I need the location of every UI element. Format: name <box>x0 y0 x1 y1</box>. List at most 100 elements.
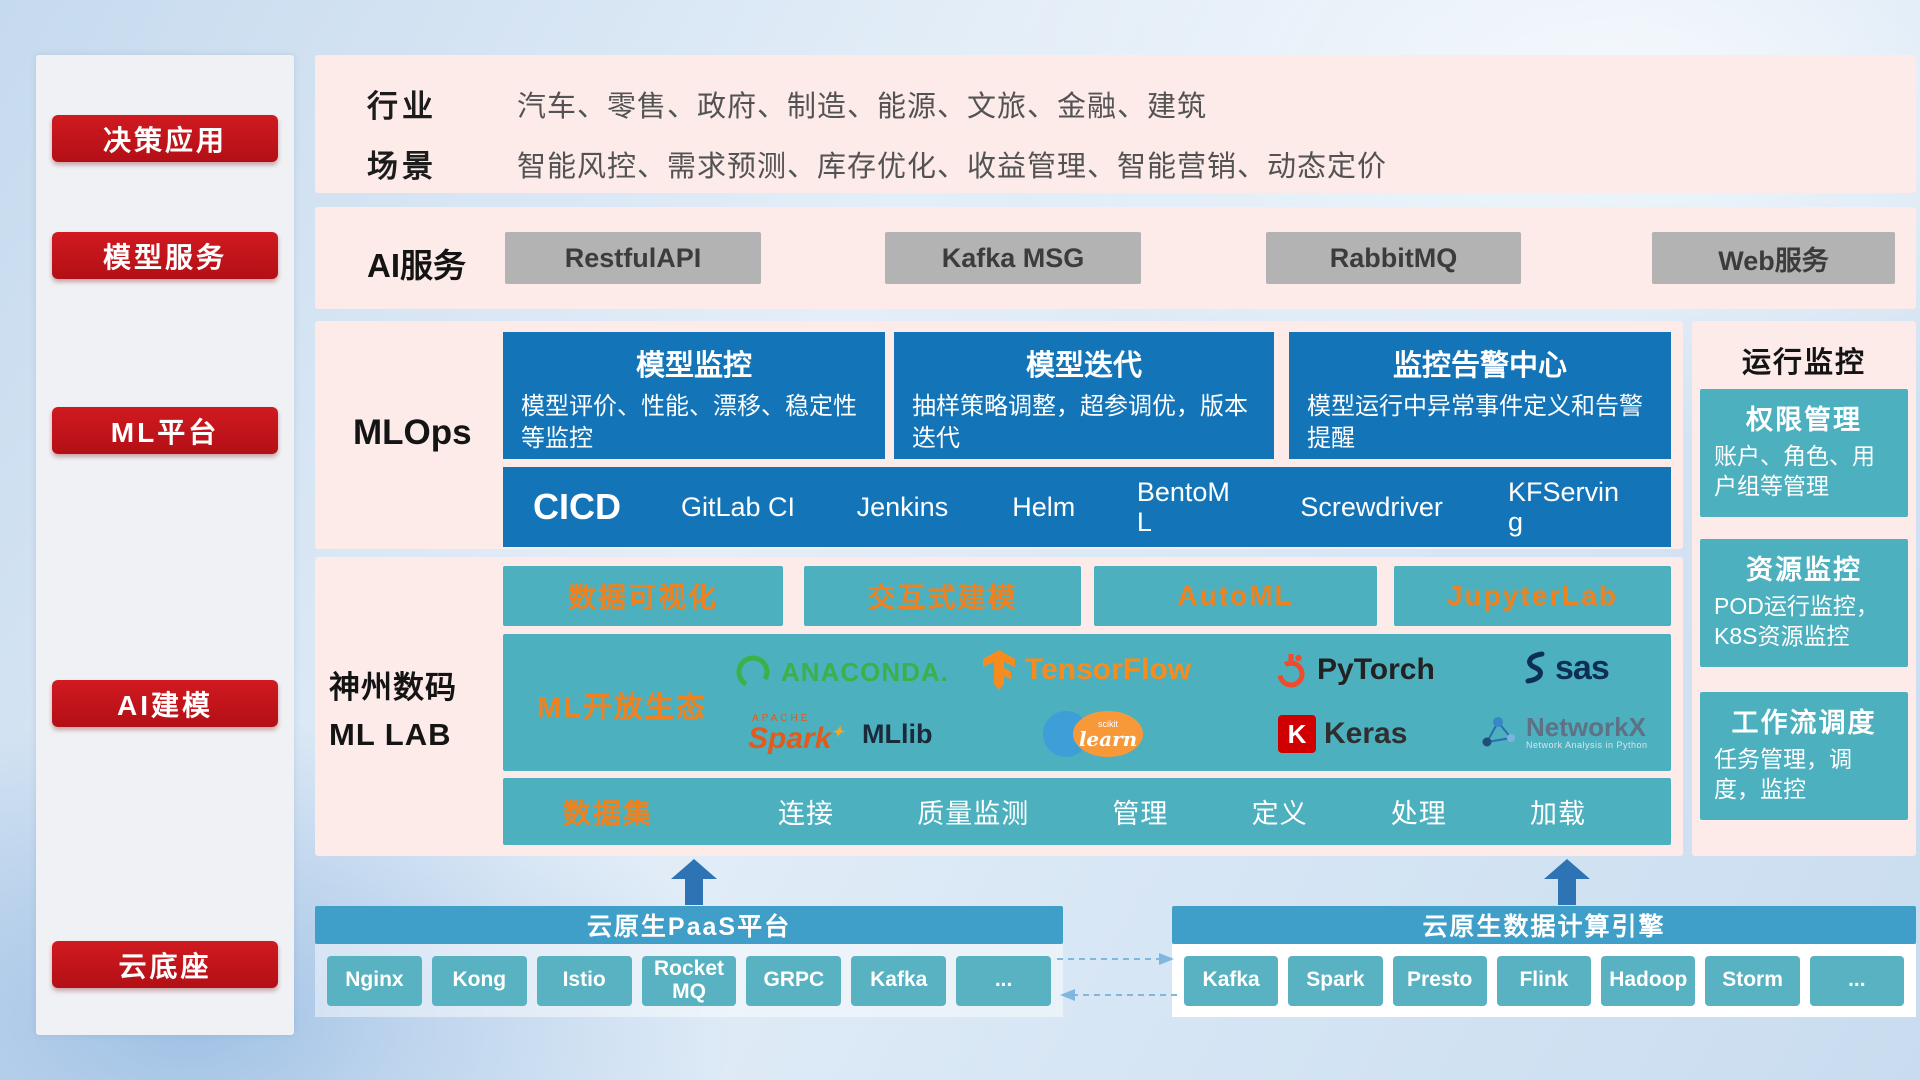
industry-label: 行业 <box>367 89 437 124</box>
anaconda-logo: ANACONDA. <box>733 648 949 696</box>
pill-istio[interactable]: Istio <box>536 955 632 1006</box>
paas-components: Nginx Kong Istio RocketMQ GRPC Kafka ... <box>315 944 1063 1017</box>
tensorflow-icon <box>983 650 1015 690</box>
ml-ecosystem-box: ML开放生态 ANACONDA. TensorFlow <box>503 634 1671 771</box>
dataset-item-connect: 连接 <box>778 799 835 829</box>
runtime-monitor-title: 运行监控 <box>1741 347 1866 379</box>
resource-monitor-card: 资源监控 POD运行监控，K8S资源监控 <box>1700 539 1908 667</box>
spark-wordmark: Spark <box>748 722 832 755</box>
pill-hadoop[interactable]: Hadoop <box>1601 955 1696 1006</box>
cicd-tools: GitLab CI Jenkins Helm BentoML Screwdriv… <box>681 477 1671 537</box>
cicd-bar: CICD GitLab CI Jenkins Helm BentoML Scre… <box>503 467 1671 547</box>
service-restfulapi-button[interactable]: RestfulAPI <box>505 232 761 284</box>
card-title: 资源监控 <box>1746 555 1862 585</box>
pytorch-icon <box>1277 654 1305 688</box>
tab-automl[interactable]: AutoML <box>1094 566 1377 626</box>
pill-storm[interactable]: Storm <box>1705 955 1800 1006</box>
data-engine-bar: 云原生数据计算引擎 <box>1172 906 1916 944</box>
tensorflow-wordmark: TensorFlow <box>1025 653 1192 686</box>
keras-k-icon: K <box>1278 715 1316 753</box>
sas-icon <box>1525 651 1545 684</box>
sidebar-item-ml-platform[interactable]: ML平台 <box>52 407 278 454</box>
sas-wordmark: sas <box>1555 648 1610 687</box>
pill-more[interactable]: ... <box>1809 955 1904 1006</box>
card-desc: 任务管理，调度，监控 <box>1714 746 1852 802</box>
workflow-scheduler-card: 工作流调度 任务管理，调度，监控 <box>1700 692 1908 820</box>
service-kafka-msg-button[interactable]: Kafka MSG <box>885 232 1141 284</box>
service-web-button[interactable]: Web服务 <box>1652 232 1895 284</box>
pill-presto[interactable]: Presto <box>1392 955 1487 1006</box>
keras-logo: K Keras <box>1278 710 1407 758</box>
dataset-item-manage: 管理 <box>1112 799 1169 829</box>
sidebar-item-decision-apps[interactable]: 决策应用 <box>52 115 278 162</box>
networkx-icon <box>1482 717 1515 747</box>
dashed-arrows-icon <box>1057 953 1177 1001</box>
spark-mllib-logo: APACHE Spark✦ MLlib <box>748 710 932 758</box>
dataset-item-quality: 质量监测 <box>917 799 1030 829</box>
dataset-item-load: 加载 <box>1529 799 1586 829</box>
card-title: 工作流调度 <box>1731 708 1877 738</box>
pill-kafka[interactable]: Kafka <box>1184 955 1279 1006</box>
card-desc: 模型评价、性能、漂移、稳定性等监控 <box>521 393 857 452</box>
permission-mgmt-card: 权限管理 账户、角色、用户组等管理 <box>1700 389 1908 517</box>
spark-star-icon: ✦ <box>831 724 844 741</box>
up-arrow-icon <box>1544 859 1590 905</box>
paas-platform-bar: 云原生PaaS平台 <box>315 906 1063 944</box>
ml-lab-label-line2: ML LAB <box>329 716 452 752</box>
mlops-row: MLOps 模型监控 模型评价、性能、漂移、稳定性等监控 模型迭代 抽样策略调整… <box>315 321 1683 549</box>
networkx-wordmark: NetworkX <box>1526 711 1646 742</box>
pill-more[interactable]: ... <box>956 955 1052 1006</box>
pill-nginx[interactable]: Nginx <box>327 955 422 1006</box>
tool-screwdriver: Screwdriver <box>1300 491 1443 522</box>
pill-kong[interactable]: Kong <box>431 955 527 1006</box>
sidebar-item-model-service[interactable]: 模型服务 <box>52 232 278 279</box>
ml-lab-label: 神州数码 ML LAB <box>329 665 501 758</box>
ml-lab-row: 神州数码 ML LAB 数据可视化 交互式建模 AutoML JupyterLa… <box>315 557 1683 856</box>
scikit-learn-logo: scikit learn <box>1043 710 1143 758</box>
tab-interactive-modeling[interactable]: 交互式建模 <box>804 566 1081 626</box>
cicd-label: CICD <box>533 486 621 527</box>
pytorch-logo: PyTorch <box>1273 646 1435 694</box>
ml-lab-label-line1: 神州数码 <box>329 670 457 705</box>
sidebar: 决策应用 模型服务 ML平台 AI建模 云底座 <box>36 55 294 1035</box>
keras-wordmark: Keras <box>1324 717 1408 750</box>
networkx-logo: NetworkX Network Analysis in Python <box>1478 708 1648 756</box>
pill-kafka[interactable]: Kafka <box>851 955 947 1006</box>
card-title: 模型监控 <box>635 350 752 382</box>
mllib-wordmark: MLlib <box>861 718 933 749</box>
scikit-small-text: scikit <box>1098 718 1118 729</box>
sidebar-item-cloud-base[interactable]: 云底座 <box>52 941 278 988</box>
card-title: 权限管理 <box>1746 405 1862 435</box>
tab-data-visualization[interactable]: 数据可视化 <box>503 566 783 626</box>
model-iteration-card: 模型迭代 抽样策略调整，超参调优，版本迭代 <box>894 332 1274 459</box>
pill-spark[interactable]: Spark <box>1288 955 1383 1006</box>
tab-jupyterlab[interactable]: JupyterLab <box>1394 566 1671 626</box>
pill-flink[interactable]: Flink <box>1496 955 1592 1006</box>
dataset-item-process: 处理 <box>1390 799 1447 829</box>
pytorch-wordmark: PyTorch <box>1317 653 1435 686</box>
apache-text: APACHE <box>752 713 811 724</box>
anaconda-icon <box>736 655 770 689</box>
pill-rocketmq[interactable]: RocketMQ <box>641 955 737 1006</box>
tool-bentoml: BentoML <box>1136 476 1230 537</box>
pill-grpc[interactable]: GRPC <box>746 955 842 1006</box>
dataset-bar: 数据集 连接 质量监测 管理 定义 处理 加载 <box>503 778 1671 845</box>
service-rabbitmq-button[interactable]: RabbitMQ <box>1266 232 1521 284</box>
scikit-orange-blob-icon: scikit learn <box>1073 711 1143 757</box>
scenario-list: 智能风控、需求预测、库存优化、收益管理、智能营销、动态定价 <box>517 151 1388 183</box>
anaconda-wordmark: ANACONDA. <box>781 656 949 687</box>
card-title: 模型迭代 <box>1025 350 1142 382</box>
dataset-item-define: 定义 <box>1251 799 1308 829</box>
ecosystem-label: ML开放生态 <box>537 692 707 724</box>
tool-kfserving: KFServing <box>1507 476 1620 537</box>
model-monitor-card: 模型监控 模型评价、性能、漂移、稳定性等监控 <box>503 332 885 459</box>
ai-service-row: AI服务 RestfulAPI Kafka MSG RabbitMQ Web服务 <box>315 207 1916 309</box>
alert-center-card: 监控告警中心 模型运行中异常事件定义和告警提醒 <box>1289 332 1671 459</box>
card-desc: 账户、角色、用户组等管理 <box>1714 443 1875 499</box>
card-desc: 抽样策略调整，超参调优，版本迭代 <box>912 393 1248 452</box>
industry-list: 汽车、零售、政府、制造、能源、文旅、金融、建筑 <box>517 91 1208 123</box>
card-desc: 模型运行中异常事件定义和告警提醒 <box>1307 393 1643 452</box>
card-title: 监控告警中心 <box>1392 350 1567 382</box>
sidebar-item-ai-modeling[interactable]: AI建模 <box>52 680 278 727</box>
